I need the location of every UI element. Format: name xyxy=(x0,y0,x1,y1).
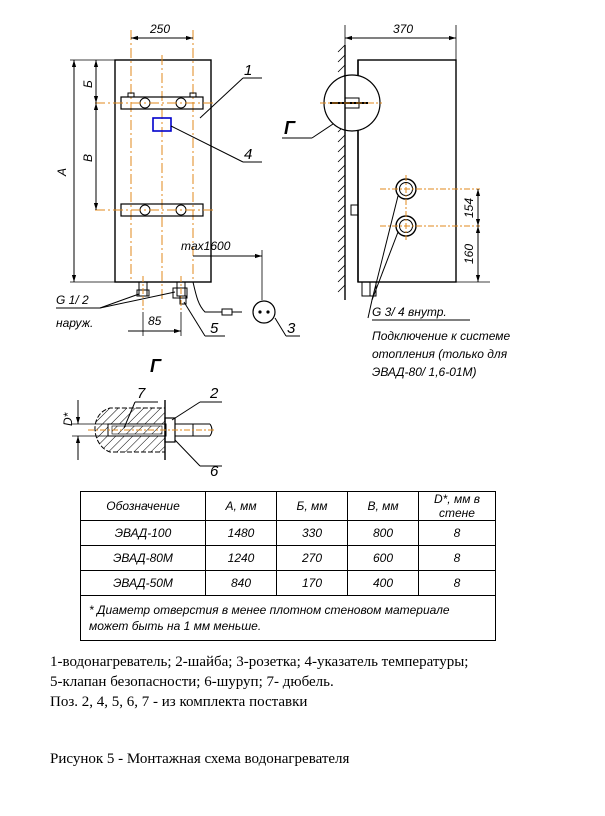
table-cell: 840 xyxy=(205,570,277,596)
table-cell: 800 xyxy=(347,520,419,546)
heating-note-line3: ЭВАД-80/ 1,6-01М) xyxy=(372,365,477,379)
legend-line-3: Поз. 2, 4, 5, 6, 7 - из комплекта постав… xyxy=(50,694,308,710)
dim-width-250: 250 xyxy=(149,22,170,36)
callout-6: 6 xyxy=(210,463,219,480)
table-cell: ЭВАД-100 xyxy=(80,520,206,546)
dim-b-upper: Б xyxy=(81,80,95,88)
footnote-line-2: может быть на 1 мм меньше. xyxy=(89,619,262,633)
callout-7: 7 xyxy=(137,385,146,402)
callout-5: 5 xyxy=(210,320,219,337)
dim-b: В xyxy=(81,154,95,162)
callout-4: 4 xyxy=(244,146,252,163)
power-cable xyxy=(192,281,222,313)
legend-line-1: 1-водонагреватель; 2-шайба; 3-розетка; 4… xyxy=(50,654,469,670)
table-header: Б, мм xyxy=(276,491,348,521)
table-cell: 8 xyxy=(418,520,496,546)
callout-1: 1 xyxy=(244,62,252,79)
table-cell: 8 xyxy=(418,570,496,596)
legend-line-2: 5-клапан безопасности; 6-шуруп; 7- дюбел… xyxy=(50,674,334,690)
table-cell: ЭВАД-50М xyxy=(80,570,206,596)
label-naruzh: наруж. xyxy=(56,316,93,330)
table-header: А, мм xyxy=(205,491,277,521)
callout-2: 2 xyxy=(209,385,219,402)
dim-cable-max1600: max1600 xyxy=(181,239,231,253)
table-cell: 8 xyxy=(418,545,496,571)
detail-view-g: Г D* 7 2 6 xyxy=(61,356,222,480)
table-cell: 270 xyxy=(276,545,348,571)
dimensions-table: Обозначение А, мм Б, мм В, мм D*, мм в с… xyxy=(80,491,496,641)
detail-title: Г xyxy=(150,356,162,376)
bottom-fittings xyxy=(136,276,188,312)
dim-154: 154 xyxy=(462,198,476,218)
table-row: ЭВАД-80М 1240 270 600 8 xyxy=(80,545,496,571)
table-cell: 170 xyxy=(276,570,348,596)
heating-note-line2: отопления (только для xyxy=(372,347,508,361)
table-footnote-row: * Диаметр отверстия в менее плотном стен… xyxy=(80,595,496,641)
temperature-indicator xyxy=(152,117,172,132)
table-header: Обозначение xyxy=(80,491,206,521)
table-cell: 400 xyxy=(347,570,419,596)
footnote-line-1: * Диаметр отверстия в менее плотном стен… xyxy=(89,603,450,617)
table-cell: 600 xyxy=(347,545,419,571)
socket-icon xyxy=(252,300,276,324)
figure-caption: Рисунок 5 - Монтажная схема водонагреват… xyxy=(50,751,350,767)
table-cell: 330 xyxy=(276,520,348,546)
dim-160: 160 xyxy=(462,244,476,264)
lower-bracket xyxy=(95,203,215,217)
dim-a: А xyxy=(55,168,69,177)
dim-d-star: D* xyxy=(61,412,75,426)
table-cell: ЭВАД-80М xyxy=(80,545,206,571)
heating-note-line1: Подключение к системе xyxy=(372,329,511,343)
table-header: D*, мм в стене xyxy=(418,491,496,521)
table-footnote: * Диаметр отверстия в менее плотном стен… xyxy=(80,595,496,641)
table-row: ЭВАД-50М 840 170 400 8 xyxy=(80,570,496,596)
heater-body-front xyxy=(114,59,212,283)
table-row: ЭВАД-100 1480 330 800 8 xyxy=(80,520,496,546)
upper-bracket xyxy=(95,92,215,110)
label-g12: G 1/ 2 xyxy=(56,293,89,307)
table-header: В, мм xyxy=(347,491,419,521)
dim-85: 85 xyxy=(148,314,162,328)
front-view: 250 А Б В 1 xyxy=(55,22,300,337)
side-view: 370 Г 154 160 G 3/ 4 внутр. Подключение … xyxy=(282,22,511,379)
label-g34: G 3/ 4 внутр. xyxy=(372,305,447,319)
table-header-row: Обозначение А, мм Б, мм В, мм D*, мм в с… xyxy=(80,491,496,521)
table-cell: 1240 xyxy=(205,545,277,571)
table-cell: 1480 xyxy=(205,520,277,546)
callout-3: 3 xyxy=(287,320,296,337)
dim-depth-370: 370 xyxy=(393,22,413,36)
view-mark-g: Г xyxy=(284,118,296,138)
